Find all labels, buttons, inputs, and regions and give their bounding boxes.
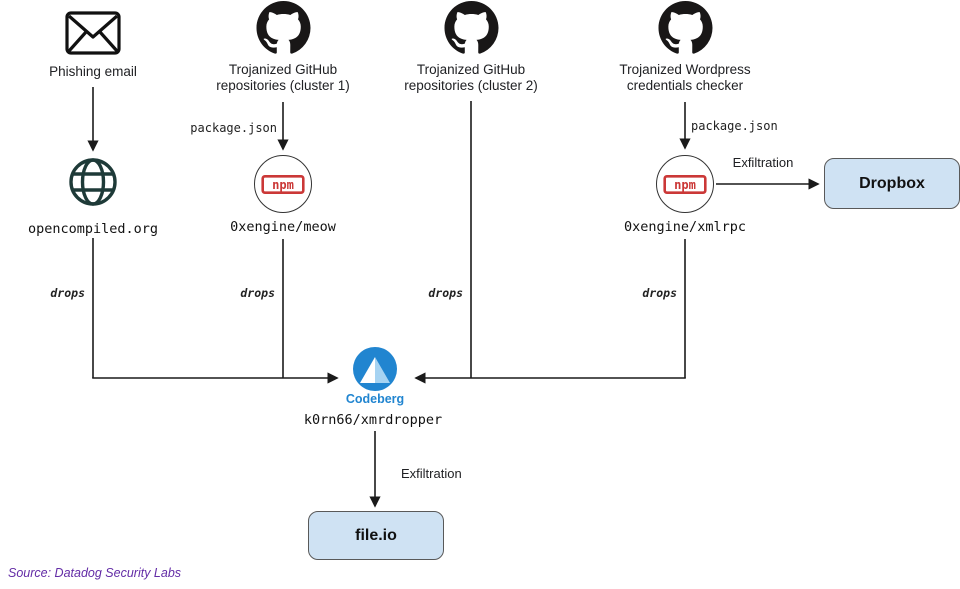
source-credit: Source: Datadog Security Labs	[8, 566, 182, 580]
github-cluster1-label-line1: Trojanized GitHub	[228, 62, 338, 77]
wordpress-checker-label-line2: credentials checker	[626, 78, 744, 93]
npm-meow-label: 0xengine/meow	[230, 219, 336, 235]
globe-icon	[69, 158, 117, 206]
github-icon-cluster1	[256, 1, 310, 54]
npm-xmlrpc-label: 0xengine/xmlrpc	[624, 219, 746, 235]
github-cluster1-label-line2: repositories (cluster 1)	[216, 78, 350, 93]
npm-node-xmlrpc: npm	[656, 155, 714, 213]
exfiltration-label-dropbox: Exfiltration	[732, 155, 794, 170]
wordpress-checker-label-line1: Trojanized Wordpress	[619, 62, 751, 77]
codeberg-repo-label: k0rn66/xmrdropper	[303, 412, 443, 428]
npm-node-meow: npm	[254, 155, 312, 213]
package-json-label-2: package.json	[691, 119, 778, 133]
npm-icon: npm	[261, 174, 305, 194]
envelope-icon	[65, 11, 121, 55]
svg-text:npm: npm	[674, 177, 696, 191]
package-json-label-1: package.json	[190, 121, 277, 135]
drops-label-2: drops	[240, 286, 275, 300]
drops-label-1: drops	[50, 286, 85, 300]
phishing-email-label: Phishing email	[49, 64, 137, 79]
github-cluster2-label: Trojanized GitHub repositories (cluster …	[404, 62, 538, 94]
drops-label-4: drops	[642, 286, 677, 300]
github-icon-cluster2	[444, 1, 498, 54]
wordpress-checker-label: Trojanized Wordpress credentials checker	[619, 62, 750, 94]
opencompiled-label: opencompiled.org	[27, 221, 159, 237]
github-cluster2-label-line1: Trojanized GitHub	[416, 62, 526, 77]
svg-text:npm: npm	[272, 177, 294, 191]
github-cluster2-label-line2: repositories (cluster 2)	[404, 78, 538, 93]
exfiltration-label-fileio: Exfiltration	[401, 466, 462, 481]
dropbox-node: Dropbox	[824, 158, 960, 209]
drops-label-3: drops	[428, 286, 463, 300]
fileio-label: file.io	[355, 526, 397, 544]
github-icon-wordpress-checker	[658, 1, 712, 54]
dropbox-label: Dropbox	[859, 174, 925, 192]
npm-icon: npm	[663, 174, 707, 194]
codeberg-icon	[353, 347, 397, 391]
github-cluster1-label: Trojanized GitHub repositories (cluster …	[216, 62, 350, 94]
fileio-node: file.io	[308, 511, 444, 560]
codeberg-wordmark: Codeberg	[345, 392, 405, 406]
